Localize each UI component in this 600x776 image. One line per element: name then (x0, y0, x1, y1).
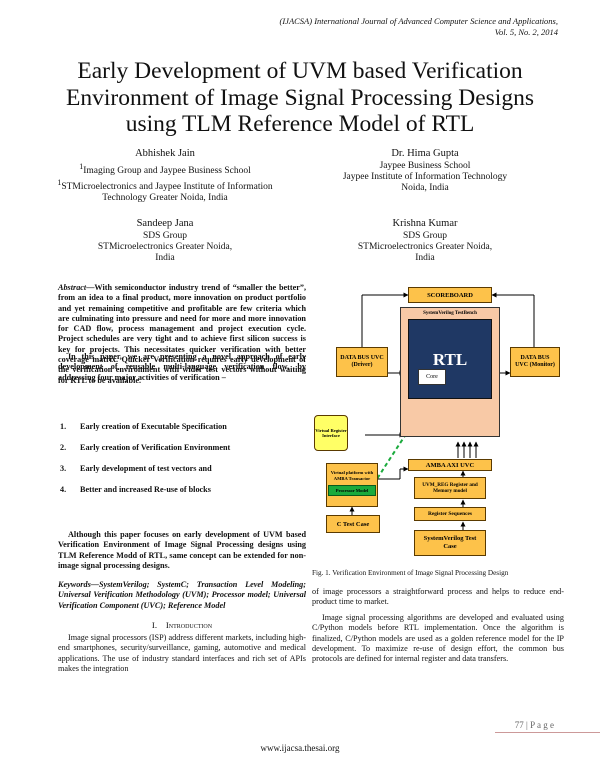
box-label: DATA BUS UVC (Driver) (340, 355, 384, 368)
superscript: 1 (79, 162, 84, 171)
right-paragraph-1: of image processors a straightforward pr… (312, 587, 564, 607)
section-heading: I. Introduction (58, 620, 306, 630)
author-name: Dr. Hima Gupta (391, 148, 459, 159)
page-number-rule (495, 732, 600, 733)
box-label: AMBA AXI UVC (425, 461, 475, 469)
box-label: Core (426, 373, 438, 380)
footer-url[interactable]: www.ijacsa.thesai.org (260, 743, 340, 753)
affiliation-line: STMicroelectronics Greater Noida, (357, 242, 493, 252)
list-number: 1. (60, 422, 67, 431)
affiliation-line: STMicroelectronics Greater Noida, (97, 242, 233, 252)
data-bus-driver-box: DATA BUS UVC (Driver) (336, 347, 388, 377)
box-label: Virtual platform with AMBA Transactor (330, 470, 374, 481)
figure-caption: Fig. 1. Verification Environment of Imag… (312, 569, 509, 577)
section-title: Introduction (165, 620, 213, 630)
list-text: Better and increased Re-use of blocks (80, 485, 211, 494)
affiliation-line: Jaypee Institute of Information Technolo… (342, 172, 508, 182)
author-block-3: Sandeep Jana SDS Group STMicroelectronic… (40, 218, 290, 264)
activity-list: 1. Early creation of Executable Specifica… (58, 422, 306, 522)
affiliation-line: India (415, 253, 435, 263)
section-number: I. (151, 620, 158, 630)
author-block-2: Dr. Hima Gupta Jaypee Business School Ja… (300, 148, 550, 194)
page-number: 77 | P a g e (514, 720, 554, 730)
journal-name: (IJACSA) International Journal of Advanc… (279, 16, 558, 26)
keywords-label: Keywords (58, 580, 91, 589)
right-paragraph-2: Image signal processing algorithms are d… (312, 613, 564, 664)
author-block-1: Abhishek Jain 1Imaging Group and Jaypee … (40, 148, 290, 204)
affiliation-line: Technology Greater Noida, India (102, 193, 228, 204)
list-number: 2. (60, 443, 67, 452)
rtl-box: RTL (408, 319, 492, 399)
journal-volume: Vol. 5, No. 2, 2014 (494, 27, 558, 37)
abstract-paragraph-2: In this paper, we are presenting a novel… (58, 352, 306, 382)
affiliation-line: SDS Group (142, 231, 188, 241)
affiliation-line: Jaypee Business School (379, 161, 471, 171)
affiliation-line: Imaging Group and Jaypee Business School (83, 166, 251, 177)
affiliation-line: India (155, 253, 175, 263)
box-label: DATA BUS UVC (Monitor) (515, 355, 555, 368)
title-line-3: using TLM Reference Model of RTL (125, 111, 475, 137)
affiliation-line: Noida, India (401, 183, 449, 193)
box-label: UVM_REG Register and Memory model (422, 481, 478, 494)
systemverilog-test-case-box: SystemVerilog Test Case (414, 530, 486, 556)
title-line-2: Environment of Image Signal Processing D… (66, 84, 534, 111)
processor-model-box: Processor Model (328, 485, 376, 496)
journal-header: (IJACSA) International Journal of Advanc… (280, 16, 558, 38)
affiliation-line: STMicroelectronics and Jaypee Institute … (61, 182, 273, 193)
list-text: Early creation of Executable Specificati… (80, 422, 227, 431)
affiliation-line: SDS Group (402, 231, 448, 241)
keywords-text: —SystemVerilog; SystemC; Transaction Lev… (58, 580, 306, 610)
list-number: 3. (60, 464, 67, 473)
author-name: Abhishek Jain (135, 148, 195, 159)
abstract-label: Abstract (58, 283, 87, 292)
abstract-text: —With semiconductor industry trend of “s… (58, 283, 306, 385)
box-label: SCOREBOARD (427, 291, 473, 299)
box-label: Virtual Register Interface (315, 427, 347, 439)
box-label: SystemVerilog TestBench (423, 311, 477, 316)
paper-title: Early Development of UVM based Verificat… (40, 58, 560, 138)
keywords: Keywords—SystemVerilog; SystemC; Transac… (58, 580, 306, 611)
author-affiliation: 1STMicroelectronics and Jaypee Institute… (40, 177, 290, 193)
c-test-case-box: C Test Case (326, 515, 380, 533)
box-label: C Test Case (336, 520, 370, 528)
abstract: Abstract—With semiconductor industry tre… (58, 283, 306, 386)
list-text: Early creation of Verification Environme… (80, 443, 231, 452)
author-affiliation: 1Imaging Group and Jaypee Business Schoo… (40, 161, 290, 177)
amba-axi-uvc-box: AMBA AXI UVC (408, 459, 492, 471)
data-bus-monitor-box: DATA BUS UVC (Monitor) (510, 347, 560, 377)
box-label: Processor Model (335, 488, 369, 493)
virtual-register-interface-box: Virtual Register Interface (314, 415, 348, 451)
list-text: Early development of test vectors and (80, 464, 212, 473)
list-number: 4. (60, 485, 67, 494)
author-name: Sandeep Jana (136, 218, 194, 229)
superscript: 1 (57, 178, 62, 188)
scoreboard-box: SCOREBOARD (408, 287, 492, 303)
box-label: RTL (432, 349, 468, 369)
register-sequences-box: Register Sequences (414, 507, 486, 521)
author-block-4: Krishna Kumar SDS Group STMicroelectroni… (300, 218, 550, 264)
figure-1: SCOREBOARD SystemVerilog TestBench RTL C… (312, 285, 564, 571)
intro-paragraph: Image signal processors (ISP) address di… (58, 633, 306, 673)
title-line-1: Early Development of UVM based Verificat… (77, 58, 523, 84)
box-label: SystemVerilog Test Case (423, 535, 477, 550)
abstract-paragraph-3: Although this paper focuses on early dev… (58, 530, 306, 570)
core-box: Core (418, 369, 446, 385)
box-label: Register Sequences (427, 510, 473, 517)
uvm-reg-box: UVM_REG Register and Memory model (414, 477, 486, 499)
author-name: Krishna Kumar (392, 218, 458, 229)
